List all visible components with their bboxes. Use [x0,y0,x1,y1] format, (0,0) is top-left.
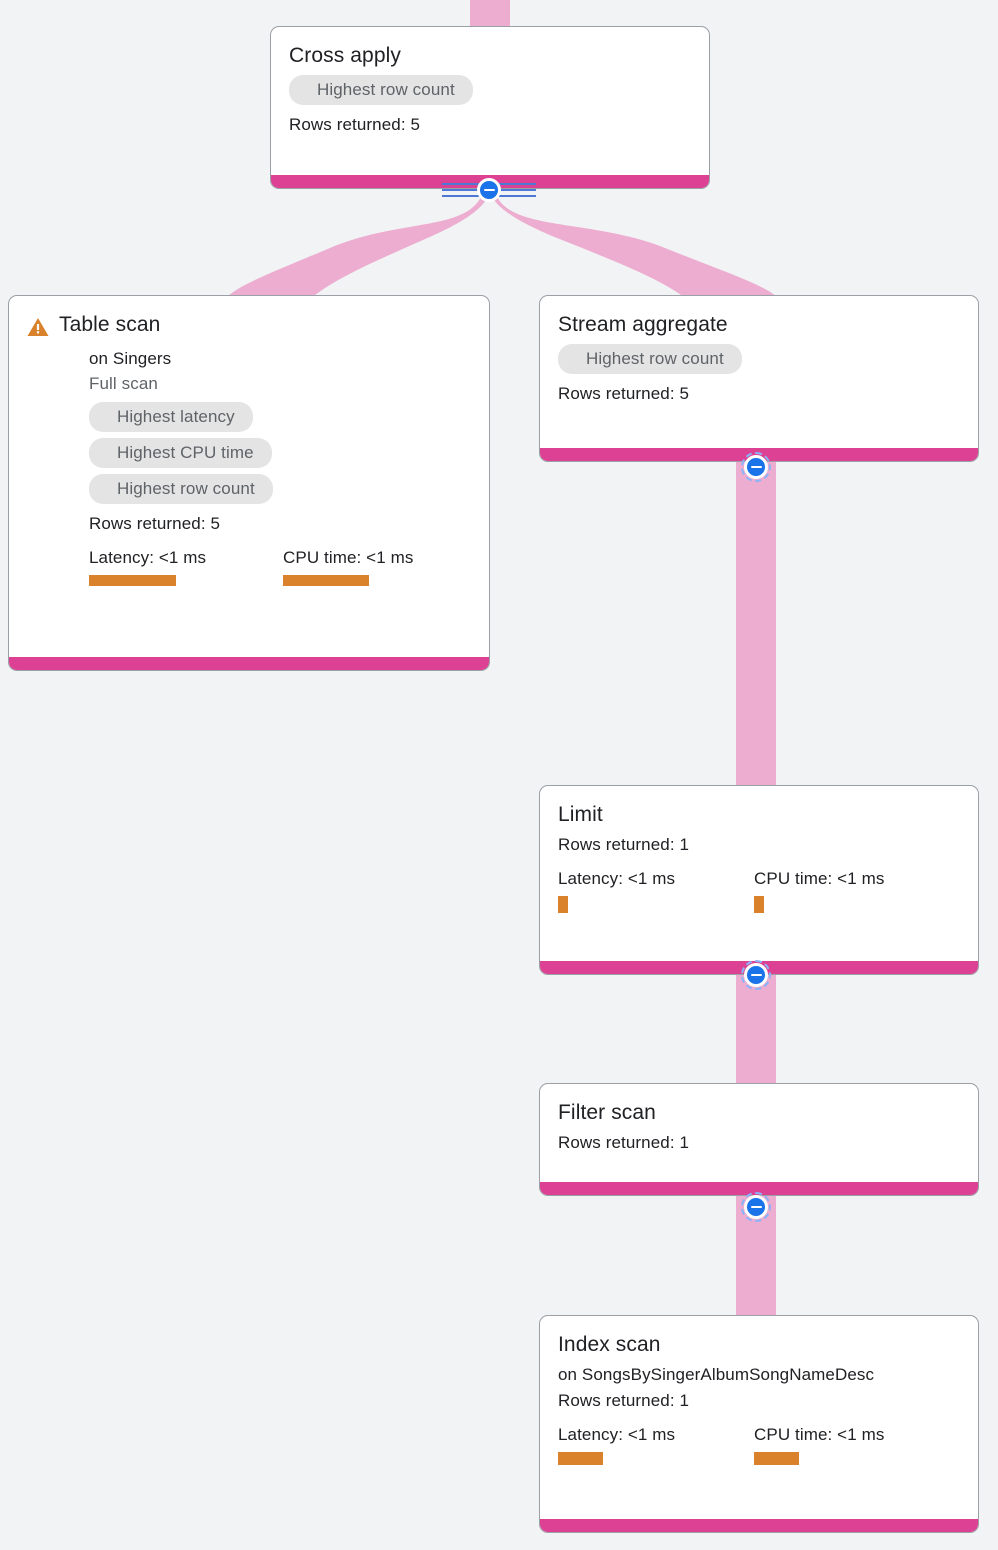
node-rows-returned: Rows returned: 1 [558,1133,690,1152]
node-chip-list: Highest latency Highest CPU time Highest… [89,402,471,510]
metric-latency-label: Latency: <1 ms [558,1425,676,1444]
node-chip-list: Highest row count [558,344,960,380]
node-content: Table scan on Singers Full scan Highest … [9,296,489,586]
metric-cpu-time-label: CPU time: <1 ms [754,1425,885,1444]
node-scan-type: Full scan [89,374,158,393]
edge-crossapply-to-streamaggregate [492,192,780,302]
node-metrics: Latency: <1 ms CPU time: <1 ms [558,1424,960,1465]
metric-cpu-time-label: CPU time: <1 ms [754,869,885,888]
node-content: Index scan on SongsBySingerAlbumSongName… [540,1316,978,1465]
node-footer-bar [540,1182,978,1195]
metric-latency-bar [558,1452,603,1465]
node-content: Cross apply Highest row count Rows retur… [271,27,709,136]
chip-highest-row-count: Highest row count [289,75,473,105]
metric-latency-bar [558,896,568,913]
node-title-row: Index scan [558,1332,960,1358]
node-rows-returned: Rows returned: 1 [558,835,690,854]
node-metrics: Latency: <1 ms CPU time: <1 ms [558,868,960,913]
metric-cpu-time-bar [283,575,369,586]
node-title: Index scan [558,1333,661,1356]
node-title-row: Table scan [27,312,471,342]
node-title: Cross apply [289,44,401,67]
node-title: Table scan [59,313,161,336]
plan-node-cross-apply[interactable]: Cross apply Highest row count Rows retur… [270,26,710,189]
node-subtitle: on SongsBySingerAlbumSongNameDesc [558,1365,875,1384]
edge-crossapply-to-tablescan [224,192,488,302]
chip-highest-cpu-time: Highest CPU time [89,438,272,468]
node-title-row: Cross apply [289,43,691,69]
plan-node-index-scan[interactable]: Index scan on SongsBySingerAlbumSongName… [539,1315,979,1533]
node-rows-returned: Rows returned: 5 [289,115,421,134]
node-rows-returned: Rows returned: 1 [558,1391,690,1410]
node-rows-returned: Rows returned: 5 [89,514,221,533]
metric-cpu-time-bar [754,1452,799,1465]
node-metrics: Latency: <1 ms CPU time: <1 ms [89,547,471,586]
metric-latency: Latency: <1 ms [89,547,283,586]
collapse-button-cross-apply[interactable] [477,178,501,202]
node-content: Filter scan Rows returned: 1 [540,1084,978,1154]
metric-cpu-time: CPU time: <1 ms [754,868,884,913]
metric-latency: Latency: <1 ms [558,868,754,913]
node-content: Stream aggregate Highest row count Rows … [540,296,978,405]
metric-latency-label: Latency: <1 ms [89,548,207,567]
metric-cpu-time: CPU time: <1 ms [754,1424,884,1465]
metric-latency: Latency: <1 ms [558,1424,754,1465]
node-subtitle: on Singers [89,349,172,368]
node-footer-bar [9,657,489,670]
node-title-row: Limit [558,802,960,828]
plan-node-table-scan[interactable]: Table scan on Singers Full scan Highest … [8,295,490,671]
plan-node-stream-aggregate[interactable]: Stream aggregate Highest row count Rows … [539,295,979,462]
edge-incoming-root [470,0,510,26]
collapse-button-filter-scan[interactable] [741,1192,771,1222]
metric-cpu-time-bar [754,896,764,913]
metric-cpu-time-label: CPU time: <1 ms [283,548,414,567]
chip-highest-row-count: Highest row count [89,474,273,504]
plan-node-filter-scan[interactable]: Filter scan Rows returned: 1 [539,1083,979,1196]
node-footer-bar [540,1519,978,1532]
node-content: Limit Rows returned: 1 Latency: <1 ms CP… [540,786,978,913]
metric-latency-label: Latency: <1 ms [558,869,676,888]
plan-node-limit[interactable]: Limit Rows returned: 1 Latency: <1 ms CP… [539,785,979,975]
node-title: Limit [558,803,603,826]
chip-highest-row-count: Highest row count [558,344,742,374]
node-title: Filter scan [558,1101,656,1124]
node-title-row: Filter scan [558,1100,960,1126]
edge-streamaggregate-to-limit [736,462,776,790]
metric-latency-bar [89,575,176,586]
metric-cpu-time: CPU time: <1 ms [283,547,413,586]
collapse-button-stream-aggregate[interactable] [741,452,771,482]
node-chip-list: Highest row count [289,75,691,111]
node-title-row: Stream aggregate [558,312,960,338]
node-title: Stream aggregate [558,313,728,336]
chip-highest-latency: Highest latency [89,402,253,432]
node-rows-returned: Rows returned: 5 [558,384,690,403]
collapse-button-limit[interactable] [741,960,771,990]
warning-icon [27,317,49,342]
